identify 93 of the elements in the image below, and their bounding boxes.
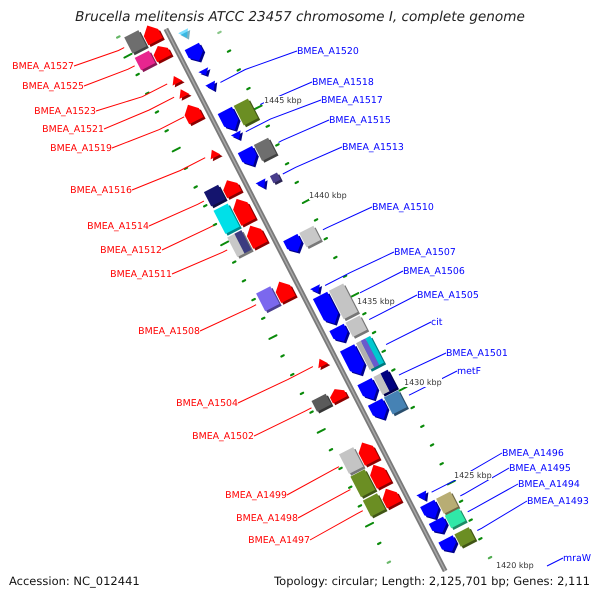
gene-label: BMEA_A1523 — [34, 106, 96, 116]
gene-label: BMEA_A1525 — [22, 80, 84, 92]
leader-line — [360, 270, 404, 294]
leader-line — [254, 407, 312, 436]
leader-line — [238, 366, 314, 404]
leader-line — [220, 50, 298, 83]
leader-line — [467, 484, 518, 512]
gene-label: BMEA_A1498 — [236, 512, 298, 524]
leader-line — [245, 100, 322, 132]
leader-line — [112, 116, 185, 148]
leader-line — [148, 200, 204, 226]
gene-block — [230, 130, 243, 141]
leader-line — [104, 96, 175, 130]
gene-block — [184, 104, 206, 126]
leader-line — [310, 510, 364, 540]
gene-label: BMEA_A1521 — [42, 124, 104, 134]
gene-label: BMEA_A1514 — [87, 220, 149, 232]
leader-line — [84, 65, 136, 86]
gene-label: BMEA_A1508 — [138, 326, 200, 336]
leader-line — [282, 146, 342, 174]
gene-block — [205, 80, 218, 92]
gene-block — [180, 89, 192, 101]
gene-label: BMEA_A1513 — [342, 142, 404, 152]
leader-line — [172, 249, 228, 274]
leader-line — [324, 252, 394, 286]
gene-label: BMEA_A1511 — [110, 268, 172, 280]
gene-block — [210, 150, 223, 162]
gene-block — [134, 46, 174, 72]
genome-summary-text: Topology: circular; Length: 2,125,701 bp; Genes: 2,111 — [274, 574, 590, 588]
title: Brucella melitensis ATCC 23457 chromosome I, complete genome — [75, 10, 525, 25]
leader-line — [298, 489, 351, 518]
gene-label: BMEA_A1520 — [297, 46, 359, 56]
scale-label: 1425 kbp — [454, 470, 492, 480]
leader-line — [96, 83, 168, 112]
gene-label: BMEA_A1497 — [248, 534, 310, 546]
gene-block — [340, 336, 386, 376]
gene-label: BMEA_A1507 — [394, 246, 456, 258]
gene-block — [362, 488, 404, 518]
gene-block — [172, 76, 185, 88]
leader-line — [386, 322, 432, 346]
gene-block — [238, 138, 278, 168]
leader-line — [162, 224, 214, 250]
gene-label: BMEA_A1512 — [100, 244, 162, 256]
accession-text: Accession: NC_012441 — [9, 574, 140, 588]
gene-label: BMEA_A1527 — [12, 60, 74, 72]
gene-block — [312, 389, 350, 414]
gene-label: BMEA_A1501 — [446, 348, 508, 358]
leader-line — [368, 294, 418, 320]
leader-line — [278, 120, 330, 143]
leader-line — [322, 206, 372, 230]
gene-block — [310, 284, 322, 295]
gene-block — [227, 226, 270, 259]
leader-line — [74, 47, 125, 66]
leader-line — [398, 352, 446, 376]
gene-block — [256, 282, 298, 314]
gene-block — [416, 490, 428, 502]
gene-block — [368, 390, 409, 421]
gene-block — [256, 172, 283, 190]
scale-label: 1435 kbp — [357, 296, 395, 306]
gene-label: BMEA_A1494 — [518, 478, 580, 490]
gene-label: BMEA_A1519 — [50, 142, 112, 154]
gene-block — [438, 527, 478, 554]
gene-label: metF — [457, 366, 481, 376]
gene-label: BMEA_A1515 — [329, 114, 391, 126]
gene-label: BMEA_A1504 — [176, 398, 238, 408]
leader-line — [200, 304, 257, 332]
leader-line — [460, 468, 510, 496]
gene-label: cit — [431, 316, 442, 328]
scale-label: 1440 kbp — [309, 190, 347, 200]
gene-label: BMEA_A1506 — [403, 266, 465, 276]
scale-label: 1445 kbp — [264, 96, 302, 104]
gene-label: BMEA_A1496 — [502, 448, 564, 458]
gene-label: BMEA_A1516 — [70, 184, 132, 196]
leader-line — [286, 466, 340, 496]
leader-line — [546, 558, 564, 566]
gene-label: BMEA_A1517 — [321, 94, 383, 106]
scale-label: 1420 kbp — [496, 560, 534, 570]
gene-label: mraW — [563, 552, 592, 564]
gene-label: BMEA_A1499 — [225, 490, 287, 500]
gene-label: BMEA_A1493 — [527, 496, 589, 506]
gene-block — [318, 358, 330, 370]
gene-label: BMEA_A1495 — [509, 462, 571, 474]
gene-label: BMEA_A1510 — [372, 202, 434, 212]
gene-label: BMEA_A1518 — [312, 76, 374, 88]
gene-label: BMEA_A1505 — [417, 290, 479, 300]
gene-block — [329, 316, 370, 344]
gene-block — [218, 98, 260, 132]
gene-block — [428, 508, 468, 535]
leader-line — [132, 157, 206, 190]
gene-block — [283, 226, 323, 254]
leader-line — [476, 500, 528, 531]
gene-label: BMEA_A1502 — [192, 430, 254, 442]
scale-label: 1430 kbp — [404, 378, 442, 386]
